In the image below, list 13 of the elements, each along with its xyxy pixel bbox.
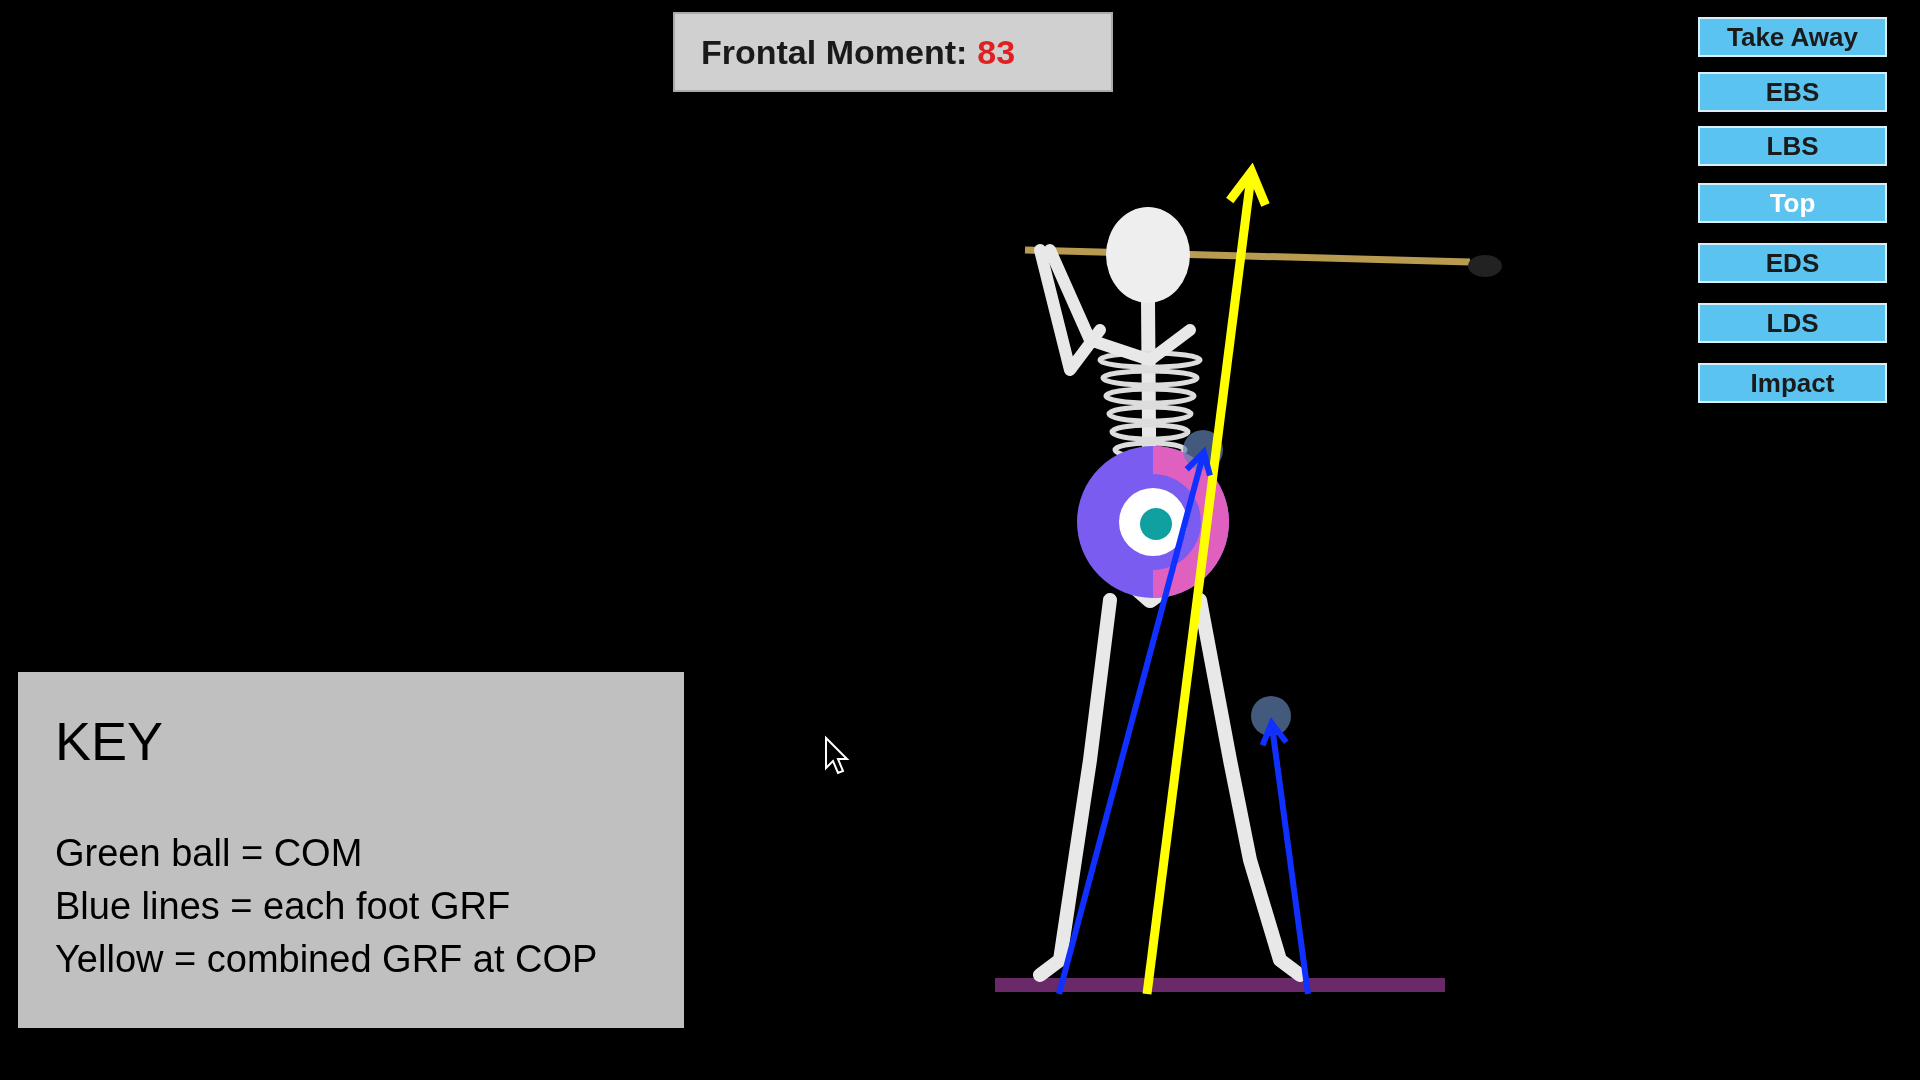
phase-button: Top: [1698, 183, 1887, 223]
phase-button: EBS: [1698, 72, 1887, 112]
key-entry: Yellow = combined GRF at COP: [55, 938, 598, 981]
phase-button: LBS: [1698, 126, 1887, 166]
readout-label: Frontal Moment:: [701, 32, 968, 72]
key-entry: Blue lines = each foot GRF: [55, 885, 511, 928]
phase-button: Impact: [1698, 363, 1887, 403]
phase-button: LDS: [1698, 303, 1887, 343]
phase-button: EDS: [1698, 243, 1887, 283]
readout-value: 83: [977, 32, 1016, 72]
key-heading: KEY: [55, 710, 164, 772]
key-entry: Green ball = COM: [55, 832, 363, 875]
phase-button: Take Away: [1698, 17, 1887, 57]
